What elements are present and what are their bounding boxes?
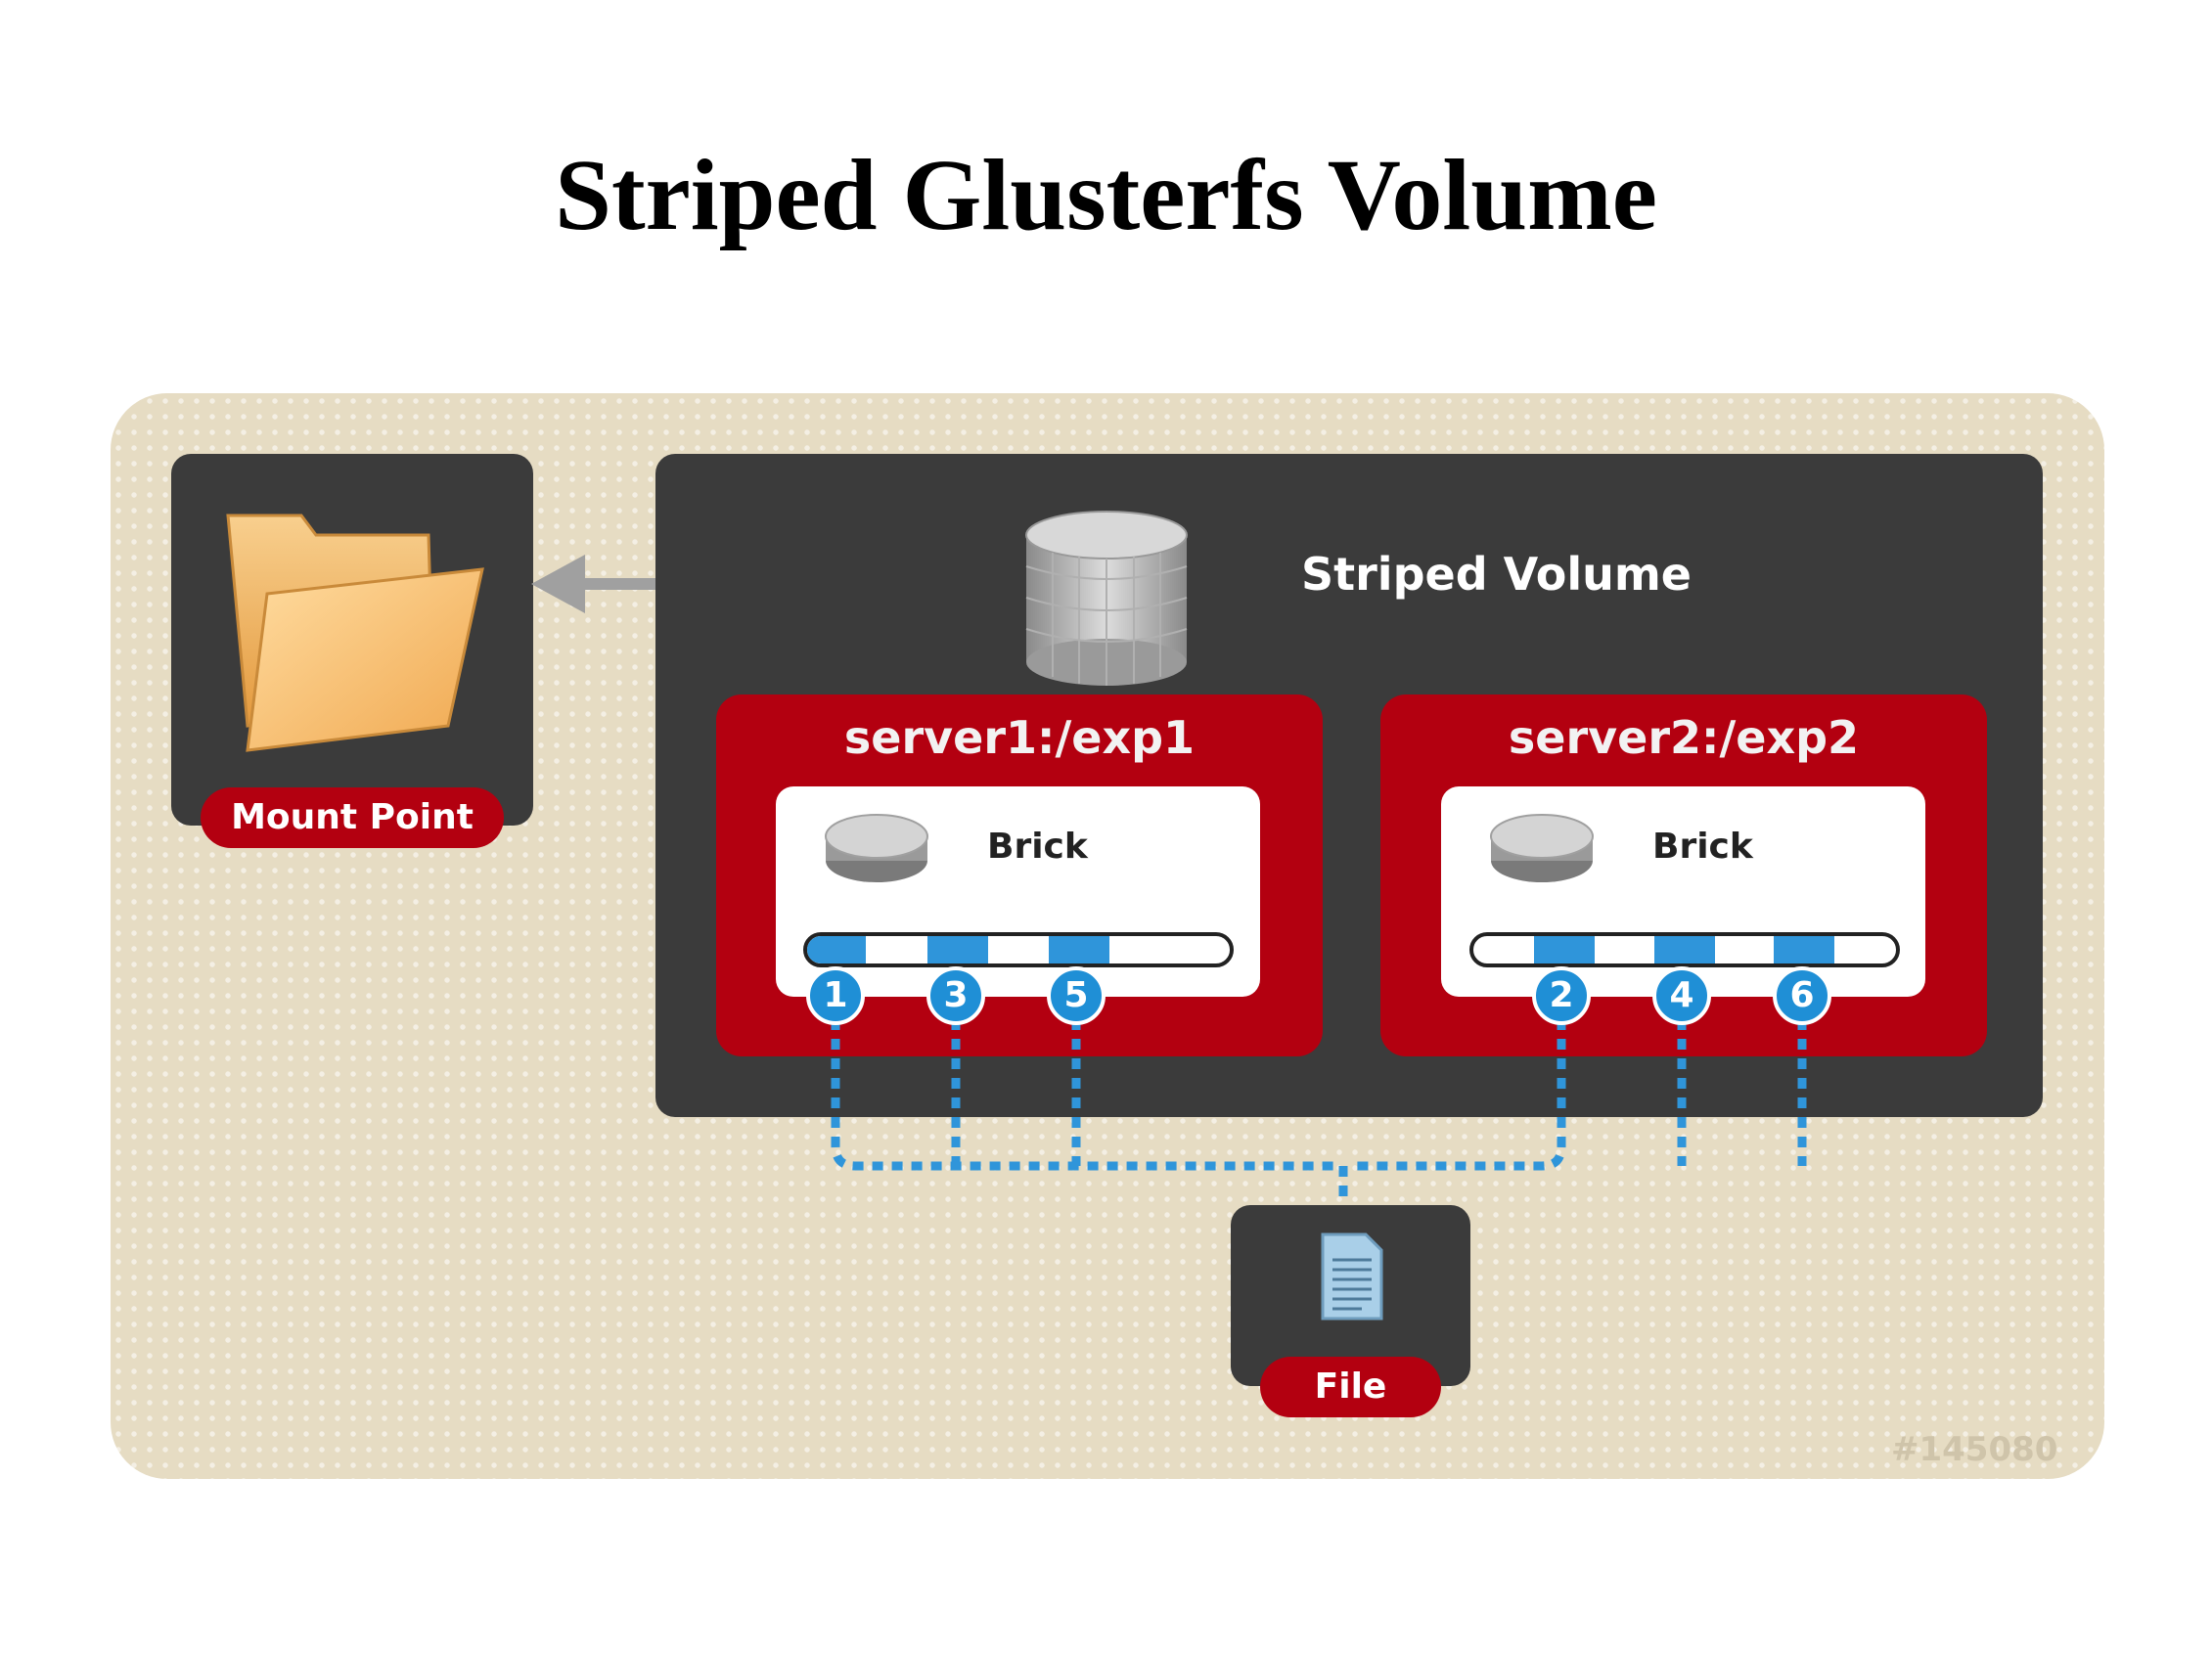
figure-id-watermark: #145080 — [1891, 1430, 2058, 1469]
server2-stripe-bar — [1469, 932, 1900, 967]
page-title: Striped Glusterfs Volume — [555, 139, 1657, 251]
stripe-segment — [1534, 936, 1595, 963]
stripe-number: 2 — [1532, 966, 1591, 1025]
server2-label: server2:/exp2 — [1508, 711, 1860, 764]
server1-label: server1:/exp1 — [843, 711, 1196, 764]
server2-brick-label: Brick — [1652, 827, 1753, 867]
stripe-number: 3 — [926, 966, 985, 1025]
disk-icon — [825, 814, 928, 882]
stripe-segment — [1654, 936, 1715, 963]
stripe-segment — [1049, 936, 1109, 963]
database-icon — [1025, 511, 1188, 686]
stripe-number: 6 — [1773, 966, 1831, 1025]
stripe-number: 1 — [806, 966, 865, 1025]
striped-volume-label: Striped Volume — [1301, 548, 1692, 601]
server1-stripe-bar — [803, 932, 1234, 967]
folder-icon — [226, 514, 484, 752]
stripe-segment — [1774, 936, 1834, 963]
stripe-segment — [807, 936, 866, 963]
document-icon — [1321, 1232, 1383, 1321]
stripe-number: 4 — [1652, 966, 1711, 1025]
disk-icon — [1490, 814, 1594, 882]
file-label: File — [1260, 1357, 1441, 1417]
diagram-panel: Mount Point Striped Volume server1:/exp1… — [111, 393, 2104, 1479]
stripe-number: 5 — [1047, 966, 1106, 1025]
stripe-segment — [927, 936, 988, 963]
mount-point-label: Mount Point — [201, 787, 504, 848]
server1-brick-label: Brick — [987, 827, 1088, 867]
stripe-connectors — [831, 1019, 1807, 1210]
